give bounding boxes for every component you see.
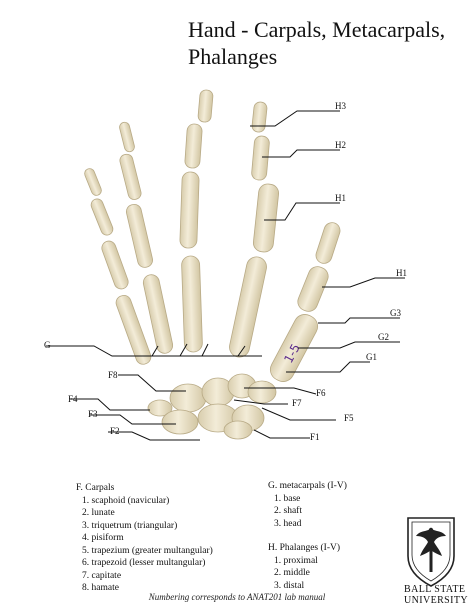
label-G: G [44,340,51,350]
label-G3: G3 [390,308,401,318]
title-line-1: Hand - Carpals, Metacarpals, [188,17,446,42]
leader-G2 [298,341,400,349]
leader-H2 [262,149,340,158]
logo-text-line-1: BALL STATE [404,584,466,595]
leader-H1-thumb [322,277,405,288]
label-F7: F7 [292,398,302,408]
label-F5: F5 [344,413,354,423]
legend-item: 1. base [274,493,301,504]
legend-item: 8. hamate [82,583,119,593]
legend-item: 2. lunate [82,508,115,518]
legend-item: 3. head [274,518,302,529]
label-G1: G1 [366,352,377,362]
leader-F8 [118,374,186,392]
legend-phalanges: H. Phalanges (I-V) 1. proximal 2. middle… [268,542,340,592]
leader-G3 [318,317,400,324]
leader-H3 [250,110,340,127]
legend-item: 6. trapezoid (lesser multangular) [82,558,206,568]
leader-F1 [253,429,310,439]
label-F4: F4 [68,394,78,404]
leader-F4 [70,398,150,411]
page-title: Hand - Carpals, Metacarpals, Phalanges [188,16,445,70]
leader-F2 [108,431,200,441]
label-F2: F2 [110,426,120,436]
label-H2: H2 [335,140,346,150]
legend-item: 3. distal [274,580,305,591]
bones [84,89,341,440]
digit-3 [179,89,214,353]
legend-item: 5. trapezium (greater multangular) [82,545,213,556]
footnote: Numbering corresponds to ANAT201 lab man… [148,592,326,602]
label-H1-thumb: H1 [396,268,407,278]
label-G2: G2 [378,332,389,342]
leader-G1 [286,361,370,373]
legend-phalanges-title: H. Phalanges (I-V) [268,543,341,553]
legend-metacarpals: G. metacarpals (I-V) 1. base 2. shaft 3.… [268,480,347,530]
label-F8: F8 [108,370,118,380]
leader-F7 [233,399,288,405]
title-line-2: Phalanges [188,44,278,69]
legend-item: 2. middle [274,568,310,578]
digit-1 [269,222,341,382]
leader-lines [46,110,405,441]
label-F3: F3 [88,409,98,419]
legend-item: 7. capitate [82,570,122,581]
legend-carpals-title: F. Carpals [76,483,115,493]
leader-H1-index [264,202,340,221]
digit-4 [119,121,174,354]
legend-item: 3. triquetrum (triangular) [82,520,178,531]
label-F6: F6 [316,388,326,398]
legend-item: 4. pisiform [82,533,124,543]
ball-state-logo [407,517,455,587]
legend-item: 1. proximal [274,555,318,566]
digit-5 [84,168,152,365]
legend-metacarpals-title: G. metacarpals (I-V) [268,481,347,491]
digit-2 [229,101,280,358]
legend-item: 2. shaft [274,506,302,516]
label-H1-index: H1 [335,193,346,203]
label-F1: F1 [310,432,320,442]
leader-F5 [261,407,336,421]
leader-G [46,345,262,357]
leader-F3 [90,414,176,425]
carpals [147,373,277,440]
legend-item: 1. scaphoid (navicular) [82,495,170,506]
legend-carpals: F. Carpals 1. scaphoid (navicular) 2. lu… [76,482,213,595]
leader-F6 [244,387,317,395]
label-H3: H3 [335,101,346,111]
logo-text-line-2: UNIVERSITY [404,595,468,606]
